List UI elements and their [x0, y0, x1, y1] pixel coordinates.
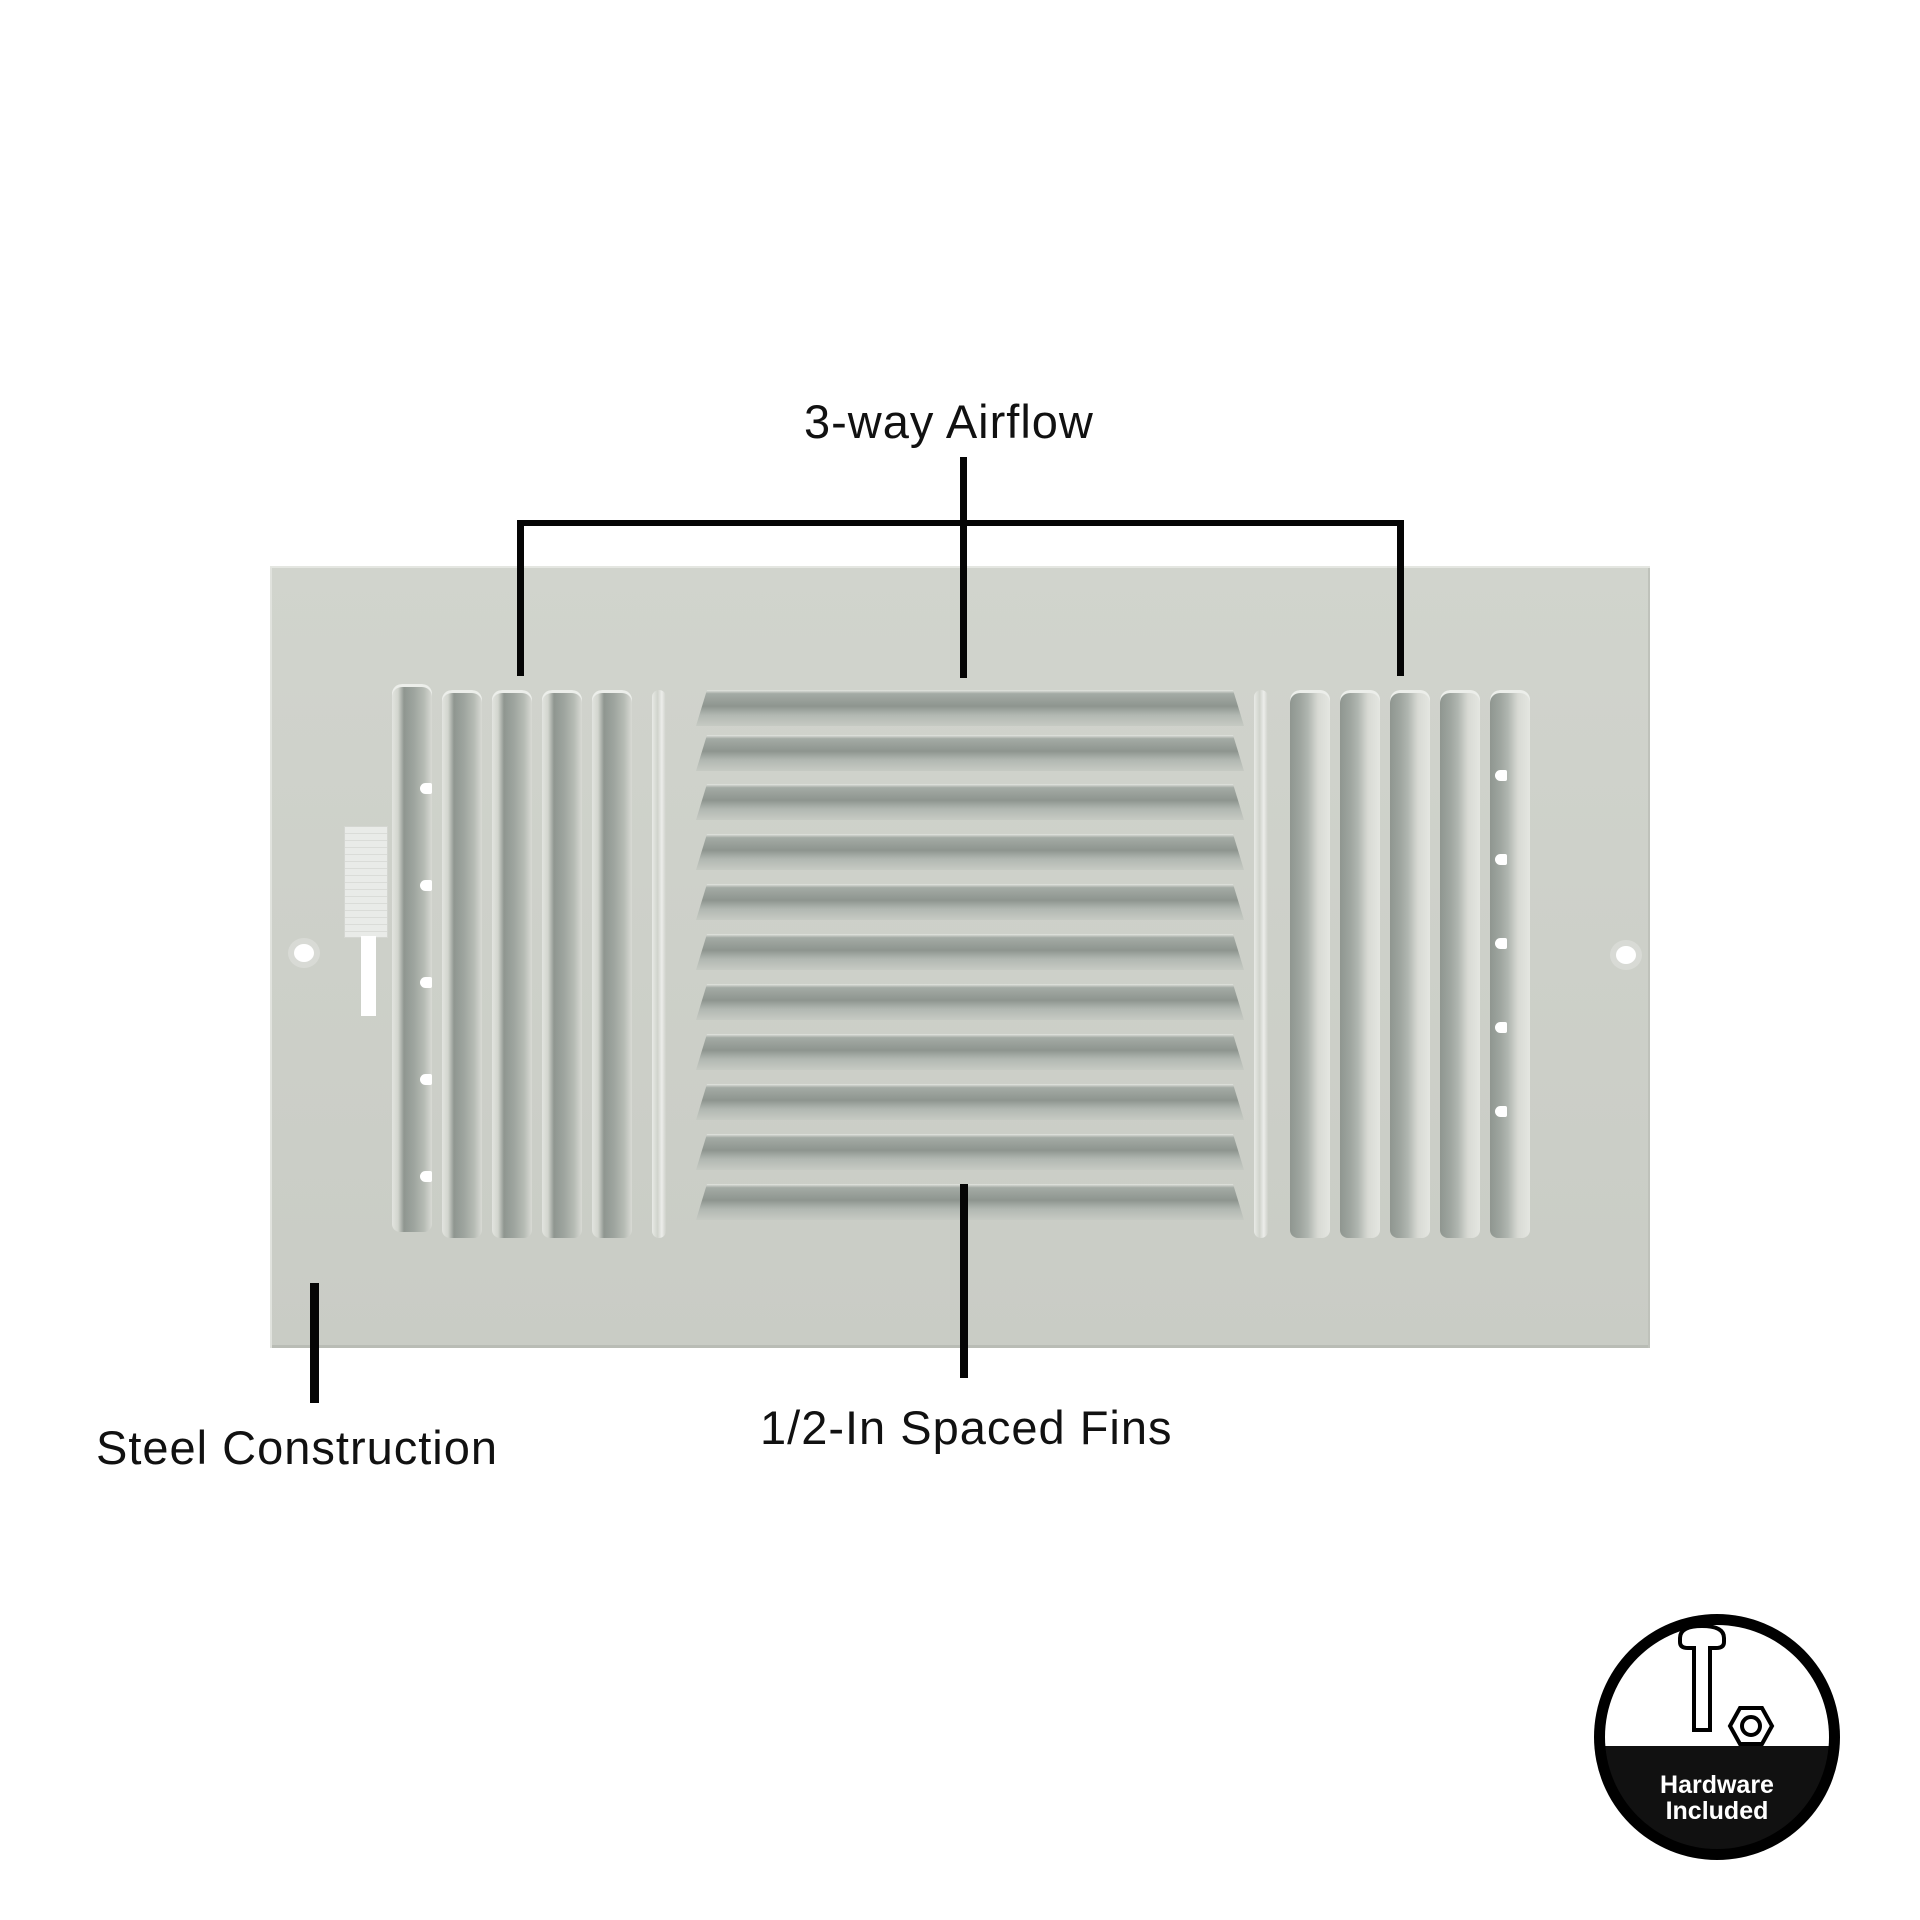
fins-pointer: [960, 1184, 968, 1378]
left-louver: [542, 690, 582, 1238]
damper-hole: [1495, 1022, 1507, 1033]
damper-hole: [420, 1171, 432, 1182]
badge-line1: Hardware: [1660, 1771, 1774, 1799]
damper-hole: [1495, 938, 1507, 949]
damper-hole: [420, 880, 432, 891]
right-louver: [1340, 690, 1380, 1238]
airflow-bracket-left: [517, 520, 524, 676]
damper-hole: [420, 783, 432, 794]
damper-lever[interactable]: [344, 826, 388, 938]
badge-line2: Included: [1665, 1797, 1769, 1825]
airflow-bracket-right: [1397, 520, 1404, 676]
mounting-hole-right: [1616, 946, 1636, 964]
center-louver: [696, 735, 1244, 771]
callout-airflow: 3-way Airflow: [804, 395, 1094, 448]
center-louver: [696, 1134, 1244, 1170]
center-louver: [696, 934, 1244, 970]
damper-hole: [420, 1074, 432, 1085]
center-louver: [696, 1084, 1244, 1120]
right-louver: [1490, 690, 1530, 1238]
callout-steel: Steel Construction: [96, 1421, 499, 1474]
left-louver: [442, 690, 482, 1238]
steel-pointer: [310, 1283, 319, 1403]
left-louver: [592, 690, 632, 1238]
right-divider: [1254, 690, 1268, 1238]
center-louver: [696, 690, 1244, 726]
damper-slot: [361, 936, 376, 1016]
damper-hole: [420, 977, 432, 988]
center-louver: [696, 1184, 1244, 1220]
mounting-hole-left: [294, 944, 314, 962]
left-louver: [492, 690, 532, 1238]
right-louver: [1440, 690, 1480, 1238]
center-louver: [696, 1034, 1244, 1070]
damper-hole: [1495, 1106, 1507, 1117]
right-louver: [1390, 690, 1430, 1238]
center-louver: [696, 884, 1244, 920]
damper-hole: [1495, 770, 1507, 781]
right-louver: [1290, 690, 1330, 1238]
left-divider: [652, 690, 666, 1238]
center-louver: [696, 784, 1244, 820]
center-louver: [696, 984, 1244, 1020]
callout-fins: 1/2-In Spaced Fins: [760, 1401, 1173, 1454]
damper-hole: [1495, 854, 1507, 865]
center-louver: [696, 834, 1244, 870]
airflow-pointer-center: [960, 457, 967, 678]
hardware-included-badge: Hardware Included: [1594, 1614, 1840, 1860]
bolt-and-nut-icon: [1678, 1623, 1775, 1746]
left-louver: [392, 684, 432, 1232]
